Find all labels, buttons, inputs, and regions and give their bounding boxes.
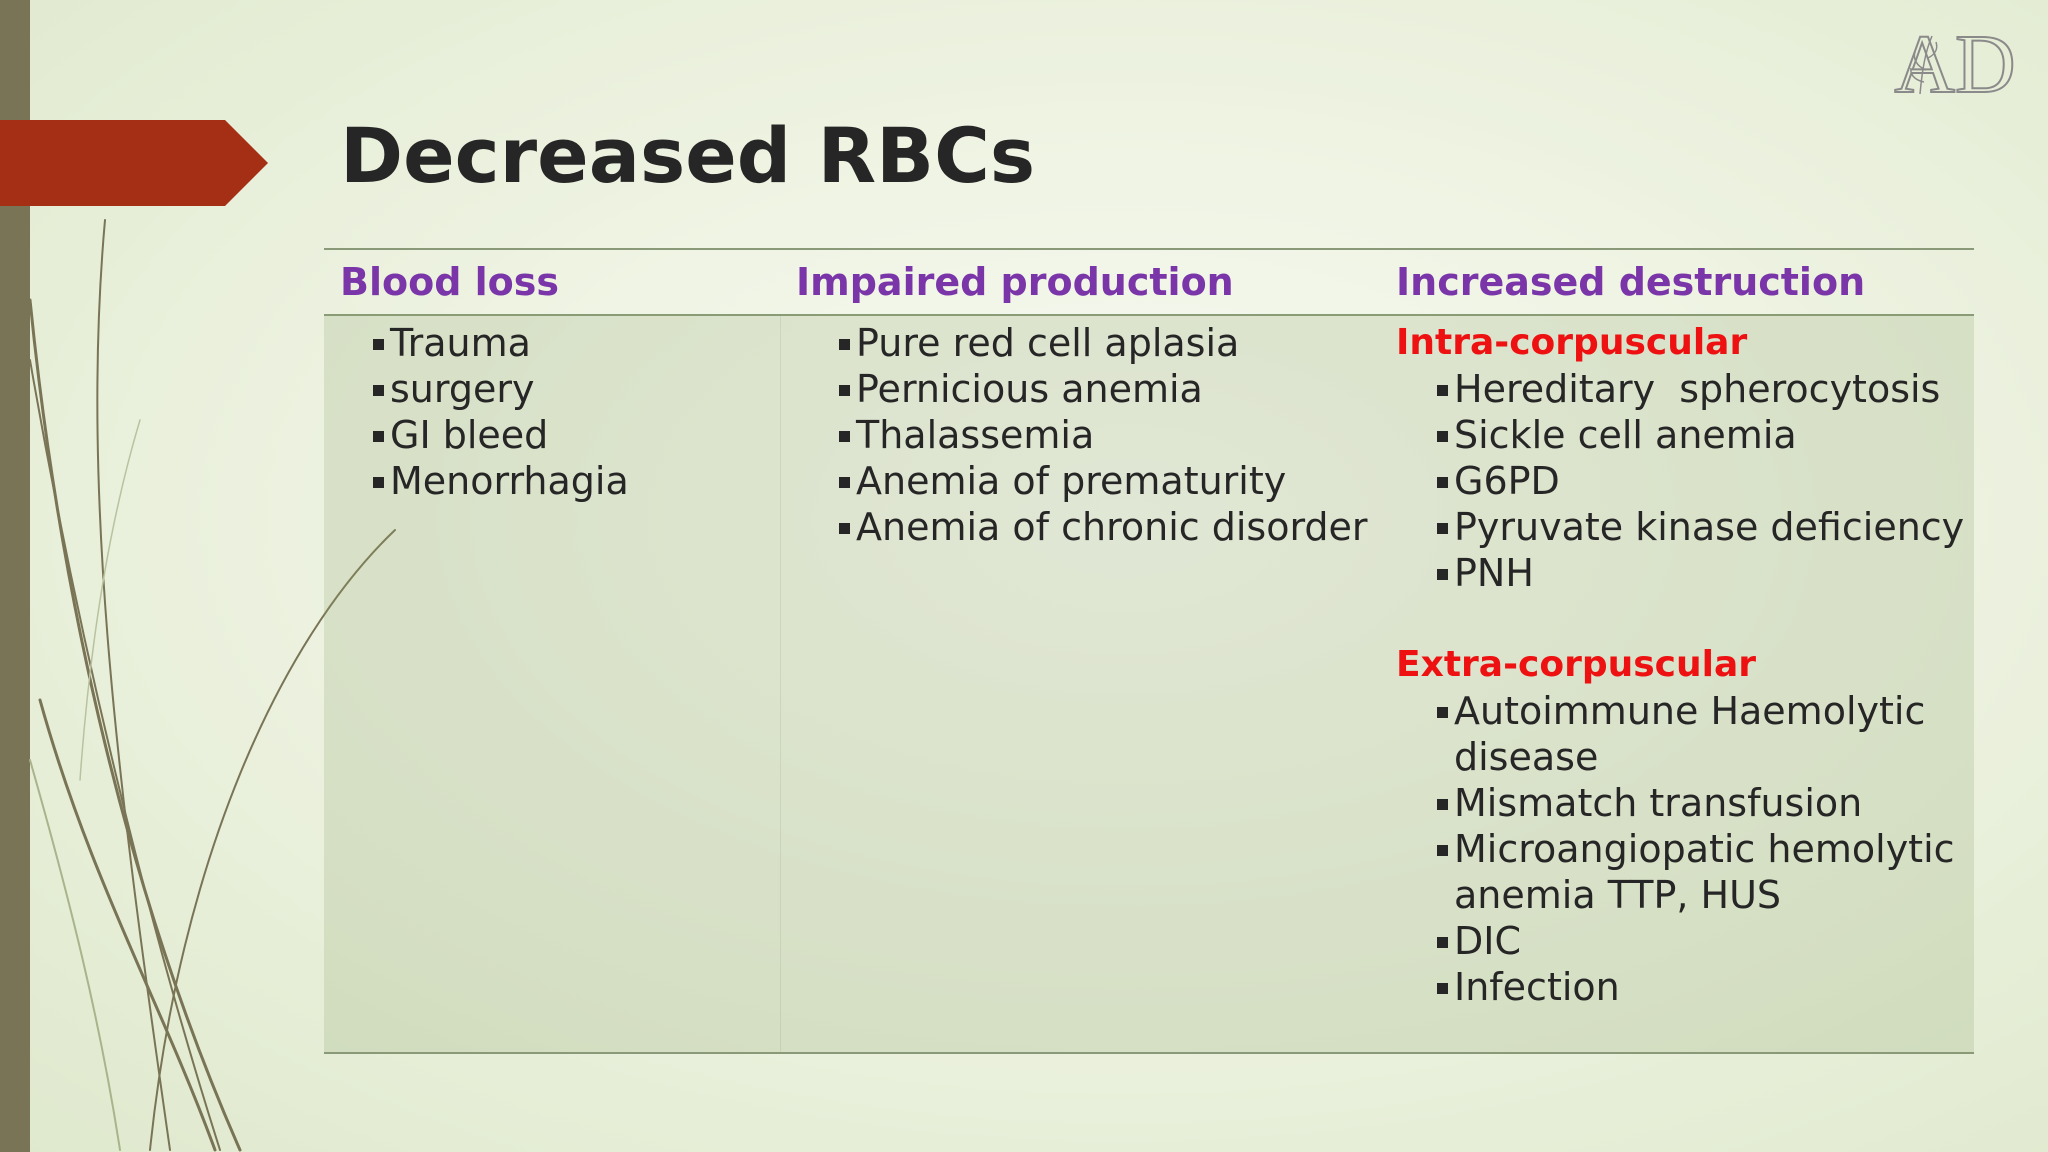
blood-loss-list: Trauma surgery GI bleed Menorrhagia: [370, 320, 629, 504]
ad-logo: AD: [1893, 22, 2016, 102]
list-item: GI bleed: [370, 412, 629, 458]
intra-corpuscular-heading: Intra-corpuscular: [1396, 322, 1748, 363]
column-divider: [780, 314, 781, 1052]
decorative-curves: [28, 219, 396, 1152]
list-item: Menorrhagia: [370, 458, 629, 504]
header-increased-destruction: Increased destruction: [1396, 260, 1866, 304]
list-item-line: Microangiopatic hemolytic: [1454, 827, 1955, 871]
header-blood-loss: Blood loss: [340, 260, 560, 304]
table-header-row: Blood loss Impaired production Increased…: [324, 248, 1974, 316]
extra-corpuscular-heading: Extra-corpuscular: [1396, 644, 1757, 685]
causes-table: Blood loss Impaired production Increased…: [324, 248, 1974, 1054]
list-item: DIC: [1434, 918, 1955, 964]
list-item: Autoimmune Haemolytic disease: [1434, 688, 1955, 780]
list-item: Infection: [1434, 964, 1955, 1010]
list-item: Anemia of chronic disorder: [836, 504, 1368, 550]
intra-corpuscular-list: Hereditary spherocytosis Sickle cell ane…: [1434, 366, 1964, 596]
list-item: G6PD: [1434, 458, 1964, 504]
list-item: Trauma: [370, 320, 629, 366]
list-item: Pyruvate kinase deficiency: [1434, 504, 1964, 550]
list-item: surgery: [370, 366, 629, 412]
list-item-line: disease: [1454, 735, 1599, 779]
list-item: PNH: [1434, 550, 1964, 596]
svg-text:AD: AD: [1894, 22, 2015, 102]
list-item-line: anemia TTP, HUS: [1454, 873, 1782, 917]
table-body: [324, 314, 1974, 1054]
list-item: Pure red cell aplasia: [836, 320, 1368, 366]
title-arrow-shape: [0, 120, 268, 206]
list-item: Pernicious anemia: [836, 366, 1368, 412]
list-item: Microangiopatic hemolytic anemia TTP, HU…: [1434, 826, 1955, 918]
list-item: Sickle cell anemia: [1434, 412, 1964, 458]
extra-corpuscular-list: Autoimmune Haemolytic disease Mismatch t…: [1434, 688, 1955, 1010]
list-item: Mismatch transfusion: [1434, 780, 1955, 826]
impaired-production-list: Pure red cell aplasia Pernicious anemia …: [836, 320, 1368, 550]
list-item: Hereditary spherocytosis: [1434, 366, 1964, 412]
list-item: Thalassemia: [836, 412, 1368, 458]
list-item: Anemia of prematurity: [836, 458, 1368, 504]
header-impaired-production: Impaired production: [796, 260, 1234, 304]
slide-title: Decreased RBCs: [340, 111, 1036, 200]
list-item-line: Autoimmune Haemolytic: [1454, 689, 1926, 733]
